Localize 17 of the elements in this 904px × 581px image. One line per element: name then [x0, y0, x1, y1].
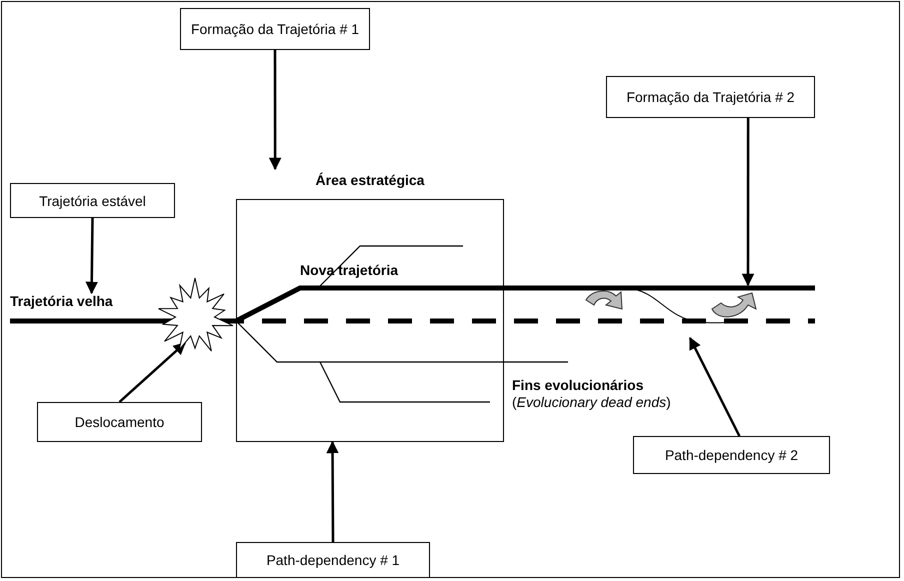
arrow: [85, 218, 98, 294]
arrow: [742, 118, 754, 286]
trajectory-label: Nova trajetória: [300, 262, 400, 279]
arrow: [688, 336, 740, 437]
trajectory-label: Fins evolucionários: [512, 377, 644, 394]
text-box: Path-dependency # 1: [236, 542, 430, 578]
text-box: Trajetória estável: [10, 183, 175, 218]
arrow: [326, 440, 339, 542]
text-box: Path-dependency # 2: [633, 436, 830, 474]
text-box: Deslocamento: [37, 402, 202, 442]
text-box: Formação da Trajetória # 2: [606, 76, 815, 118]
arrow: [118, 342, 186, 403]
area-heading: Área estratégica: [314, 172, 426, 188]
arrow: [268, 50, 282, 170]
text-box: Formação da Trajetória # 1: [180, 8, 370, 50]
trajectory-label: Trajetória velha: [10, 293, 130, 310]
note-text: (Evolucionary dead ends): [512, 394, 672, 411]
